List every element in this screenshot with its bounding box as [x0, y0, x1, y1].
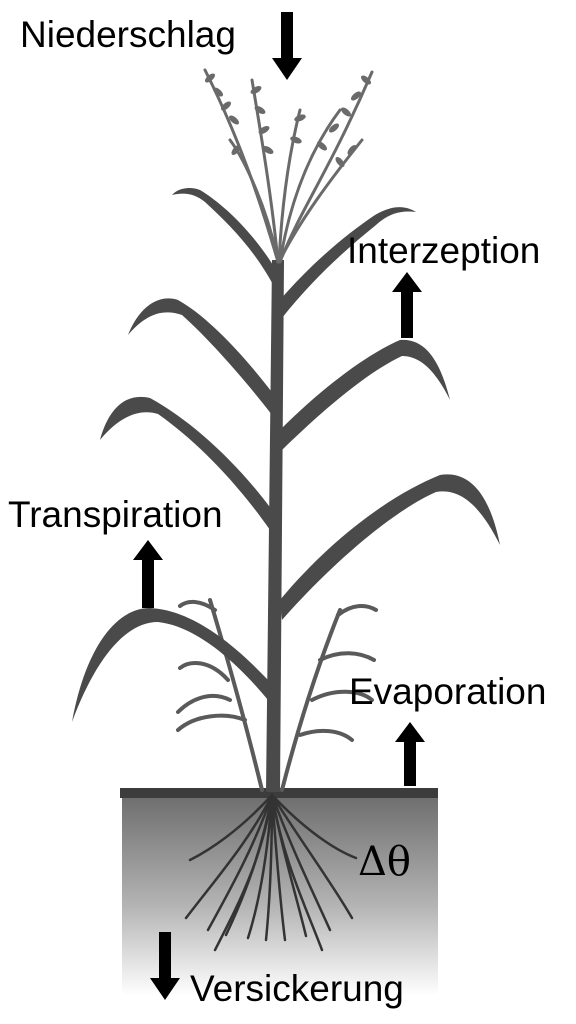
arrow-up-icon [133, 540, 163, 608]
leaf [280, 474, 500, 620]
leaf [128, 298, 274, 415]
precipitation-label: Niederschlag [20, 14, 236, 55]
arrow-down-icon [272, 12, 302, 80]
soil-surface-line [120, 788, 438, 798]
arrow-up-icon [395, 722, 425, 786]
evaporation-label: Evaporation [349, 671, 547, 712]
arrow-down-icon [150, 932, 180, 1000]
leaf [72, 608, 268, 722]
leaf [280, 339, 450, 450]
roots [184, 793, 358, 952]
percolation-label: Versickerung [190, 968, 404, 1009]
leaf [100, 396, 272, 530]
arrows [133, 12, 425, 1000]
soil-moisture-change-label: Δθ [358, 839, 411, 885]
arrow-up-icon [392, 272, 422, 338]
leaf [172, 187, 276, 290]
side-tillers [176, 598, 378, 792]
transpiration-label: Transpiration [8, 494, 223, 535]
interception-label: Interzeption [347, 230, 541, 271]
maize-plant [72, 68, 500, 792]
tassel-spikelets [205, 73, 371, 167]
